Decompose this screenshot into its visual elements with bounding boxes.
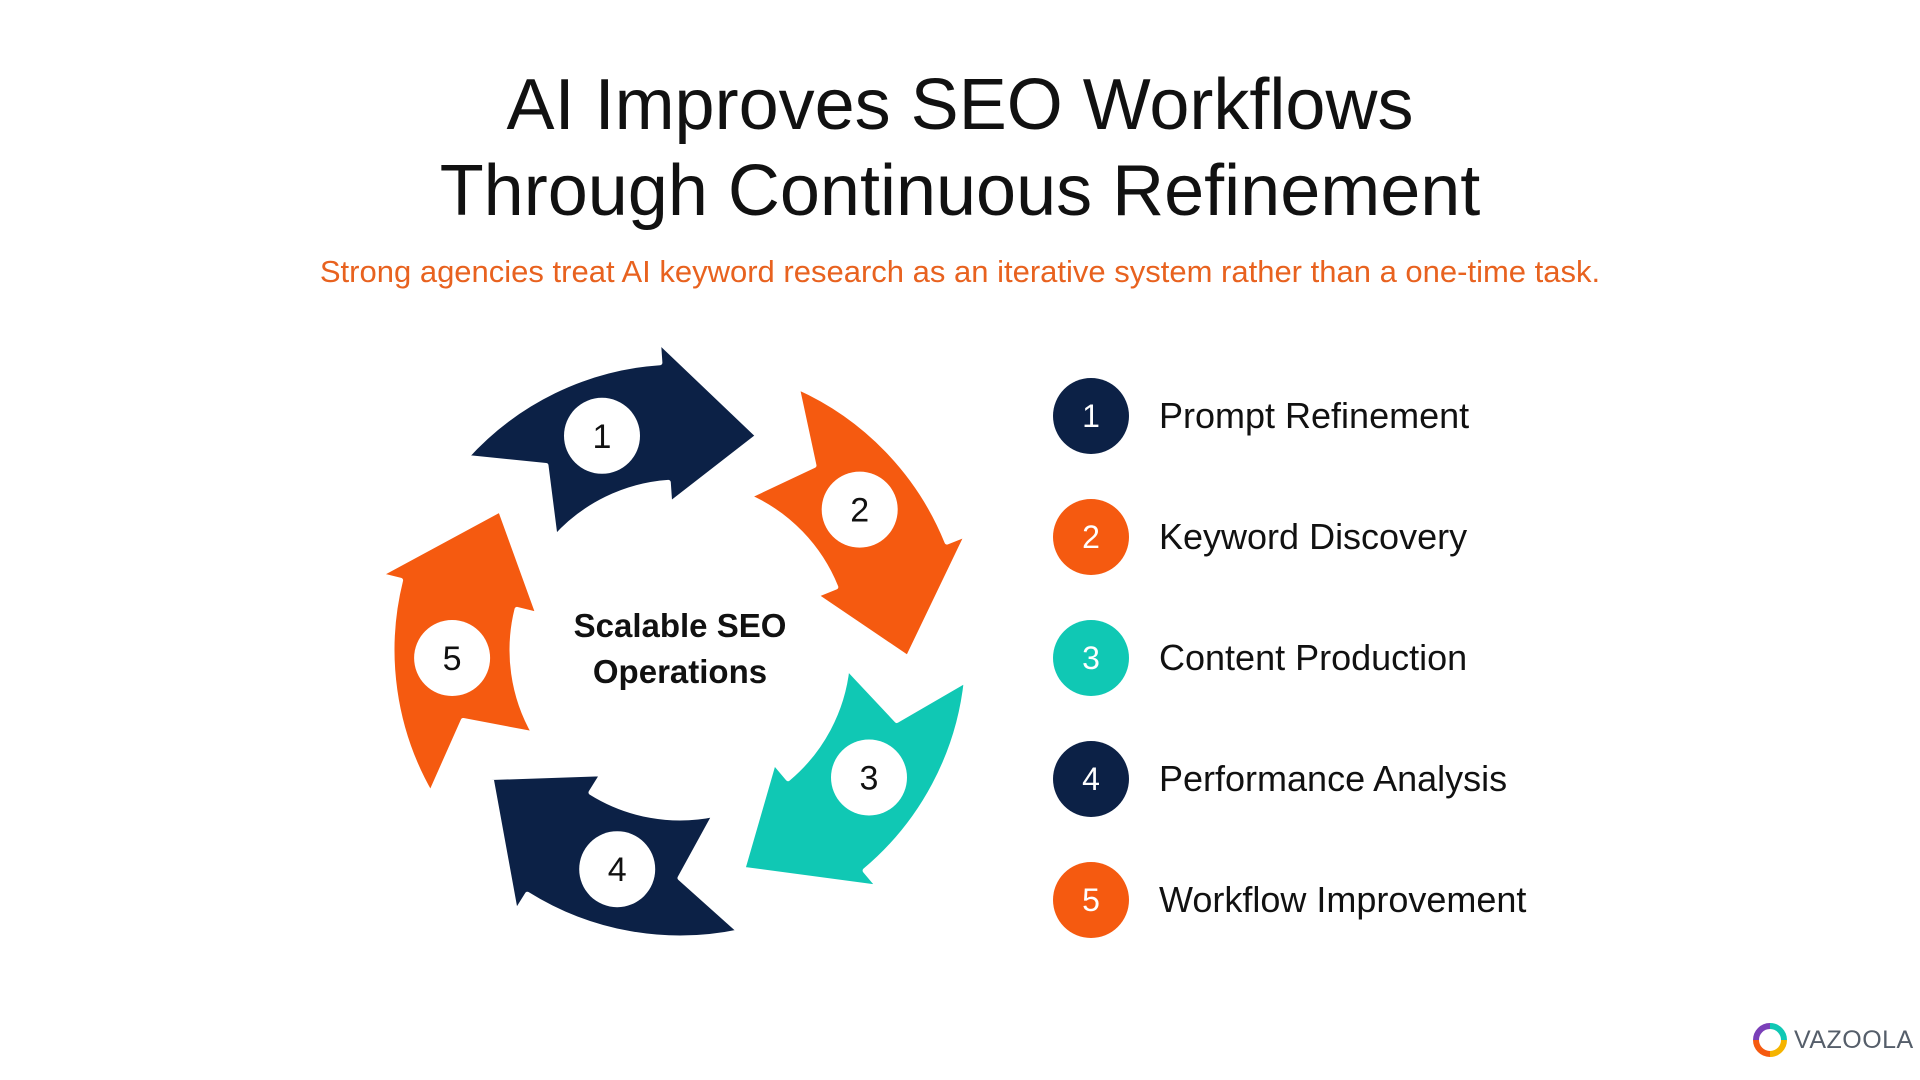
cycle-step-badges: 1 2 3 4 5 (414, 397, 907, 908)
cycle-step-2-badge (821, 471, 898, 548)
vazoola-logo-text: VAZOOLA (1794, 1026, 1914, 1054)
page-subtitle: Strong agencies treat AI keyword researc… (319, 254, 1601, 289)
cycle-step-5-badge (414, 620, 491, 696)
legend-item-1: 1 Prompt Refinement (1053, 378, 1753, 454)
legend-step-1-badge: 1 (1053, 378, 1129, 454)
page-title-line-2: Through Continuous Refinement (439, 151, 1481, 231)
legend-item-2: 2 Keyword Discovery (1053, 499, 1753, 575)
step-legend: 1 Prompt Refinement 2 Keyword Discovery … (1053, 0, 1753, 1080)
cycle-step-5-number: 5 (443, 640, 462, 678)
legend-item-4: 4 Performance Analysis (1053, 741, 1753, 817)
legend-step-1-label: Prompt Refinement (1159, 395, 1470, 436)
legend-step-2-label: Keyword Discovery (1159, 516, 1468, 557)
cycle-step-4-badge (579, 831, 656, 908)
legend-item-5: 5 Workflow Improvement (1053, 862, 1753, 938)
page-title: AI Improves SEO Workflows Through Contin… (0, 62, 1920, 234)
page-title-line-1: AI Improves SEO Workflows (506, 65, 1414, 145)
vazoola-logo: VAZOOLA (1752, 1020, 1914, 1060)
cycle-center-line-1: Scalable SEO (573, 607, 787, 644)
legend-step-4-label: Performance Analysis (1159, 758, 1508, 799)
legend-step-4-badge: 4 (1053, 741, 1129, 817)
cycle-step-1-badge (564, 397, 640, 474)
cycle-step-3-badge (831, 739, 907, 816)
cycle-center-line-2: Operations (592, 653, 768, 690)
cycle-diagram: 1 2 3 4 5 (376, 338, 970, 941)
cycle-step-3-number: 3 (860, 760, 879, 798)
cycle-center-label: Scalable SEO Operations (500, 603, 860, 695)
legend-step-3-badge: 3 (1053, 620, 1129, 696)
cycle-step-4-number: 4 (608, 851, 627, 889)
cycle-step-1-number: 1 (593, 418, 612, 456)
legend-item-3: 3 Content Production (1053, 620, 1753, 696)
legend-step-3-label: Content Production (1159, 637, 1468, 678)
vazoola-ring-icon (1753, 1023, 1787, 1057)
cycle-step-2-number: 2 (850, 492, 869, 530)
legend-step-5-badge: 5 (1053, 862, 1129, 938)
legend-step-5-label: Workflow Improvement (1159, 879, 1527, 920)
legend-step-2-badge: 2 (1053, 499, 1129, 575)
